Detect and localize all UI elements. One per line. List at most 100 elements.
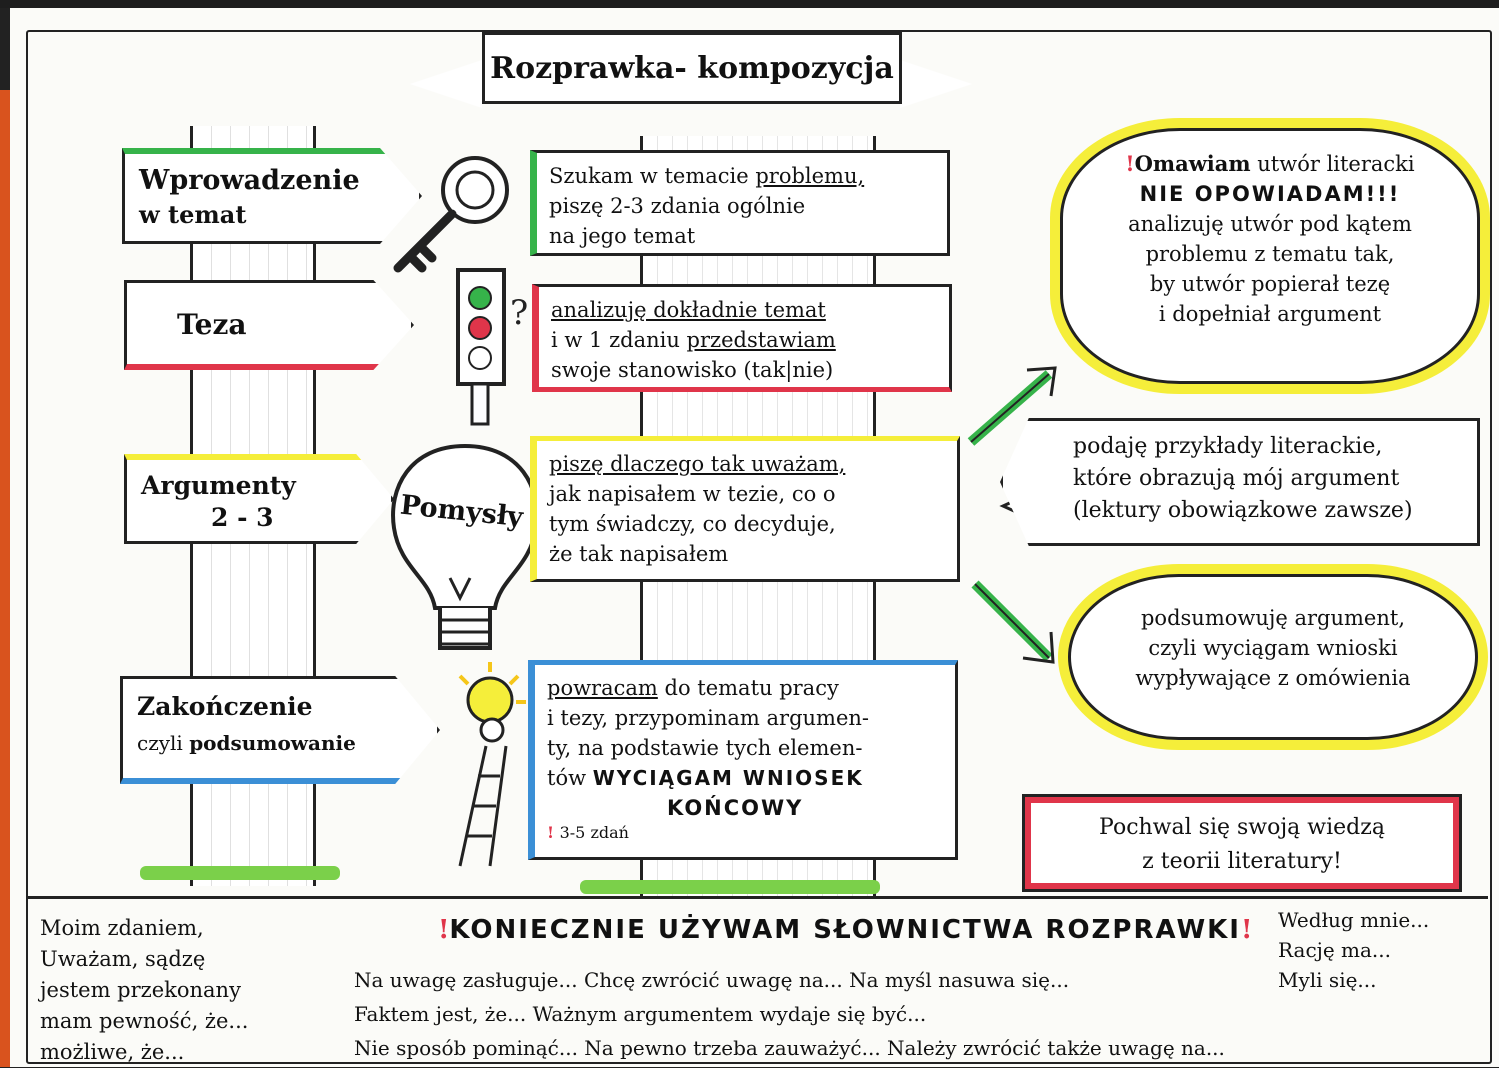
board-wprowadzenie: Szukam w temacie problemu, piszę 2-3 zda… [530, 150, 950, 256]
phrase-line: Na uwagę zasługuje... Chcę zwrócić uwagę… [354, 968, 1070, 992]
phrase-line: Nie sposób pominąć... Na pewno trzeba za… [354, 1036, 1225, 1060]
exclamation-icon: ! [1125, 151, 1135, 176]
cloud-text: analizuję [1128, 212, 1224, 236]
board-line: i w 1 zdaniu przedstawiam [551, 325, 937, 355]
board-line: tów WYCIĄGAM WNIOSEK [547, 763, 943, 793]
board-line: na jego temat [549, 224, 696, 248]
arrow-line: podaję przykłady literackie, [1073, 431, 1459, 463]
board-text: 3-5 zdań [559, 823, 629, 842]
exclamation-icon: ! [1240, 915, 1253, 945]
board-line: piszę dlaczego tak uważam, [549, 452, 846, 476]
phrase: Uważam, sądzę [40, 947, 206, 971]
phrase: Rację ma... [1278, 938, 1391, 962]
lightbulb-icon [391, 443, 539, 650]
cloud-line: analizuję utwór pod kątem [1097, 209, 1443, 239]
key-icon [393, 156, 509, 273]
cloud-line: problemu z tematu tak, [1145, 242, 1395, 266]
sign-line-part: podsumowanie [189, 731, 356, 755]
sign-line: Teza [177, 308, 247, 341]
board-argumenty: piszę dlaczego tak uważam, jak napisałem… [530, 436, 960, 582]
board-line: jak napisałem w tezie, co o [549, 482, 836, 506]
hand-drawn-frame [26, 30, 1492, 1064]
cloud-podsumowuje: podsumowuję argument, czyli wyciągam wni… [1068, 574, 1478, 740]
cloud-line: podsumowuję argument, [1105, 603, 1441, 633]
cloud-omawiam: !Omawiam utwór literacki NIE OPOWIADAM!!… [1060, 128, 1480, 384]
sign-line-part: czyli [137, 731, 190, 755]
vocabulary-heading: !KONIECZNIE UŻYWAM SŁOWNICTWA ROZPRAWKI! [438, 915, 1252, 945]
cloud-text: Omawiam [1134, 151, 1251, 176]
traffic-light-icon: ? [456, 268, 528, 426]
cloud-line: !Omawiam utwór literacki [1097, 149, 1443, 179]
page-title: Rozprawka- kompozycja [482, 32, 902, 104]
orange-edge-strip [0, 90, 10, 1067]
cloud-text: argument, [1287, 606, 1405, 630]
example-arrow-board: podaję przykłady literackie, które obraz… [1000, 418, 1480, 546]
left-phrase-list: Moim zdaniem, Uważam, sądzę jestem przek… [40, 913, 248, 1068]
vocabulary-section: Moim zdaniem, Uważam, sądzę jestem przek… [28, 896, 1488, 1065]
phrase: jestem przekonany [40, 978, 241, 1002]
grass-left [140, 866, 340, 880]
sign-argumenty: Argumenty 2 - 3 [124, 454, 394, 544]
board-text: problemu, [755, 164, 865, 188]
phrase: możliwe, że... [40, 1040, 185, 1064]
top-bar [0, 0, 1499, 8]
board-teza: analizuję dokładnie temat i w 1 zdaniu p… [532, 284, 952, 392]
heading-text: KONIECZNIE UŻYWAM SŁOWNICTWA ROZPRAWKI [449, 915, 1241, 945]
board-line: Szukam w temacie problemu, [549, 161, 935, 191]
board-text: przedstawiam [686, 328, 836, 352]
board-line: ty, na podstawie tych elemen- [547, 736, 863, 760]
sign-line: Argumenty [141, 471, 296, 500]
board-text: WYCIĄGAM WNIOSEK [592, 766, 864, 790]
sign-teza: Teza [124, 280, 414, 370]
sign-line: Zakończenie [137, 692, 313, 721]
arrow-text: zawsze [1324, 498, 1404, 523]
board-line: i tezy, przypominam argumen- [547, 706, 869, 730]
praise-note: Pochwal się swoją wiedzą z teorii litera… [1022, 794, 1462, 892]
cloud-line: czyli wyciągam wnioski [1148, 636, 1398, 660]
cloud-line: NIE OPOWIADAM!!! [1139, 182, 1401, 206]
arrows-icon [967, 366, 1067, 664]
board-text: powracam [547, 676, 658, 700]
sign-line: czyli podsumowanie [137, 725, 423, 761]
board-zakonczenie: powracam do tematu pracy i tezy, przypom… [528, 660, 958, 860]
cloud-line: by utwór popierał tezę [1149, 272, 1391, 296]
arrow-line: (lektury obowiązkowe zawsze) [1073, 495, 1459, 527]
board-line: piszę 2-3 zdania ogólnie [549, 194, 806, 218]
board-line: swoje stanowisko (tak|nie) [551, 358, 834, 382]
sign-line: w temat [139, 200, 247, 229]
sign-zakonczenie: Zakończenie czyli podsumowanie [120, 676, 440, 784]
cloud-text: utwór pod kątem [1223, 212, 1412, 236]
phrase: mam pewność, że... [40, 1009, 249, 1033]
arrow-text: ) [1403, 498, 1413, 523]
board-line: ! 3-5 zdań [547, 823, 943, 843]
arrow-line: które obrazują mój argument [1073, 466, 1400, 491]
sign-line: Wprowadzenie [139, 165, 360, 196]
phrase-line: Faktem jest, że... Ważnym argumentem wyd… [354, 1002, 927, 1026]
ribbon-right-tail [900, 60, 972, 108]
arrow-text: podaję [1073, 434, 1148, 459]
ribbon-left-tail [410, 60, 482, 108]
exclamation-icon: ! [547, 823, 560, 842]
arrow-text: przykłady literackie, [1147, 434, 1383, 459]
phrase-lines: Na uwagę zasługuje... Chcę zwrócić uwagę… [354, 963, 1225, 1065]
board-text: i w 1 zdaniu [551, 328, 687, 352]
arrow-text: (lektury obowiązkowe [1073, 498, 1325, 523]
phrase: Według mnie... [1278, 908, 1430, 932]
board-line: tym świadczy, co decyduje, [549, 512, 836, 536]
cloud-text: utwór literacki [1250, 152, 1415, 176]
board-line: powracam do tematu pracy [547, 673, 943, 703]
cloud-line: i dopełniał argument [1158, 302, 1382, 326]
board-text: do tematu pracy [657, 676, 839, 700]
sign-line: 2 - 3 [211, 503, 274, 532]
right-phrase-list: Według mnie... Rację ma... Myli się... [1278, 905, 1429, 995]
cloud-line: wypływające z omówienia [1135, 666, 1411, 690]
exclamation-icon: ! [438, 915, 450, 945]
board-line: że tak napisałem [549, 542, 729, 566]
phrase: Myli się... [1278, 968, 1377, 992]
cloud-text: podsumowuję [1140, 606, 1288, 630]
sun-lamp-icon [458, 662, 526, 867]
note-line: z teorii literatury! [1142, 849, 1342, 874]
phrase: Moim zdaniem, [40, 916, 204, 940]
svg-text:?: ? [510, 293, 528, 333]
sheet: Rozprawka- kompozycja Wprowadzenie w tem… [10, 8, 1499, 1067]
